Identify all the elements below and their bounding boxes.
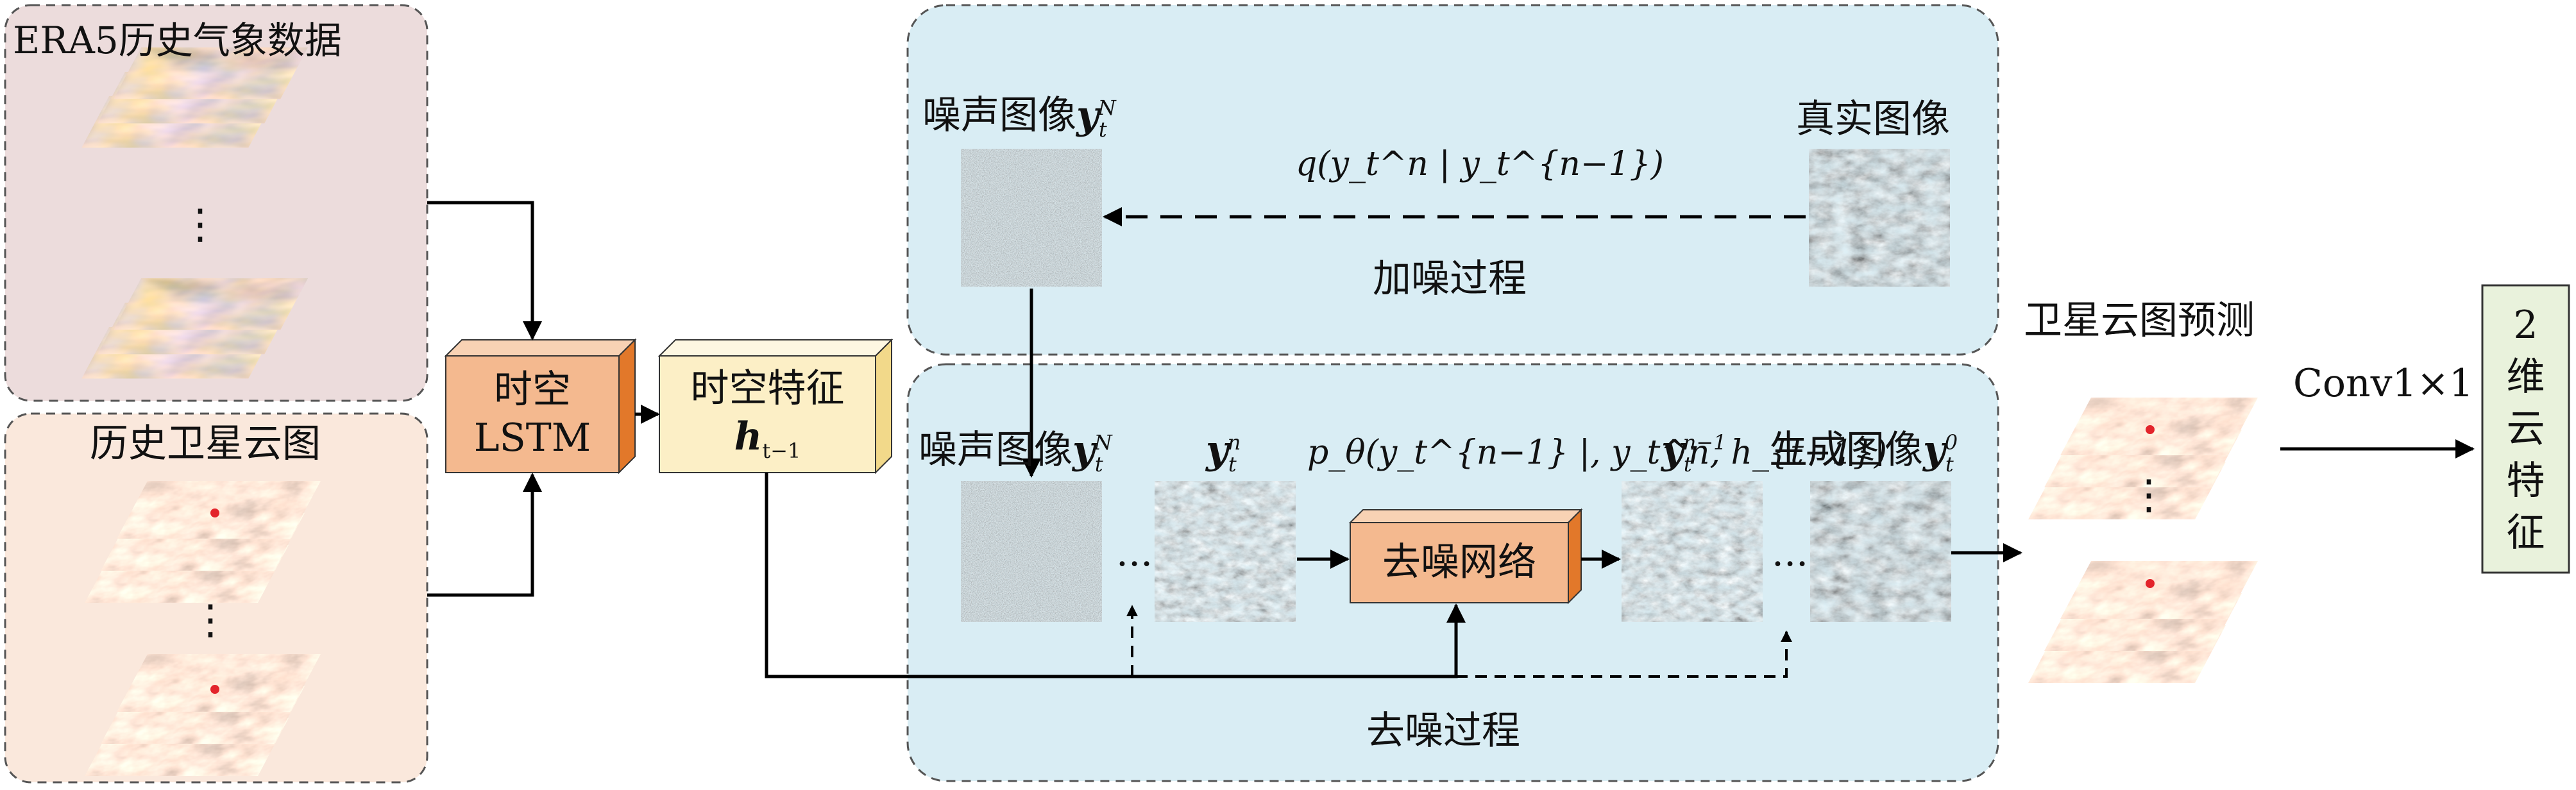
denoise-net-label: 去噪网络 [1382, 540, 1536, 585]
lstm-label-line2: LSTM [473, 416, 591, 460]
reverse-noise-label: 噪声图像ytN [919, 431, 1112, 475]
output-char-3: 云 [2506, 406, 2545, 451]
satellite-to-lstm-arrow [427, 473, 542, 597]
forward-noise-sym: y [1076, 93, 1099, 138]
ynm1-sub: t [1683, 452, 1692, 476]
yn-label: ytn [1206, 431, 1241, 475]
ynm1-sym: y [1661, 428, 1684, 473]
output-char-2: 维 [2506, 354, 2545, 399]
satellite-stack-bottom [85, 654, 321, 776]
era5-to-lstm-arrow [427, 201, 542, 340]
generated-image [1810, 481, 1951, 622]
prediction-vdots: ⋮ [2128, 471, 2169, 519]
output-box [2481, 284, 2570, 574]
ellipsis-left: ··· [1116, 542, 1153, 587]
era5-vdots: ⋮ [180, 201, 221, 248]
yn-image [1155, 481, 1296, 622]
ynm1-label: ytn−1 [1661, 431, 1727, 475]
era5-stack-top [81, 47, 308, 147]
prediction-stack-bottom [2028, 561, 2258, 683]
feature-label: 时空特征 ht−1 [659, 356, 876, 473]
lstm-label: 时空 LSTM [446, 356, 619, 473]
condition-to-net-arrow [765, 473, 1466, 678]
reverse-noise-sup: N [1094, 430, 1112, 455]
satellite-vdots: ⋮ [190, 596, 231, 644]
lstm-block [444, 338, 637, 475]
reverse-noise-sub: t [1094, 452, 1103, 476]
ellipsis-right: ··· [1772, 542, 1809, 587]
era5-stack-bottom [81, 278, 308, 378]
q-formula: q(y_t^n | y_t^{n−1}) [1296, 145, 1664, 183]
conv-label: Conv1×1 [2293, 361, 2474, 406]
forward-process-label: 加噪过程 [1373, 256, 1527, 301]
output-label: 2 维 云 特 征 [2482, 285, 2569, 573]
satellite-stack-top [85, 481, 321, 603]
feature-h-symbol: h [734, 414, 763, 459]
feature-label-line1: 时空特征 [690, 366, 845, 411]
forward-process-panel [906, 4, 1999, 356]
p-formula: p_θ(y_t^{n−1} |, y_t^n, h_{t−1}) [1307, 433, 1888, 472]
forward-noise-label: 噪声图像ytN [922, 96, 1116, 140]
forward-noise-sub: t [1098, 117, 1107, 142]
reverse-noise-image [961, 481, 1102, 622]
reverse-noise-label-text: 噪声图像 [919, 428, 1072, 473]
generated-label-text: 生成图像 [1769, 428, 1923, 473]
real-image-label: 真实图像 [1796, 97, 1950, 142]
feature-block [657, 338, 894, 475]
gen-sup: 0 [1944, 430, 1958, 455]
feature-label-line2: ht−1 [734, 413, 801, 464]
forward-noise-image [961, 149, 1102, 287]
output-char-5: 征 [2506, 510, 2545, 555]
prediction-stack-top [2028, 398, 2258, 519]
yn-sup: n [1227, 430, 1241, 455]
era5-title: ERA5历史气象数据 [13, 19, 342, 62]
condition-dashed-right [1456, 630, 1792, 678]
forward-noise-label-text: 噪声图像 [922, 93, 1076, 138]
ynm1-sup: n−1 [1682, 430, 1727, 455]
denoise-net-block [1348, 508, 1583, 605]
generated-label: 生成图像yt0 [1769, 431, 1958, 475]
yn-sym: y [1206, 428, 1228, 473]
gen-sub: t [1945, 452, 1954, 476]
satellite-history-title: 历史卫星云图 [90, 421, 321, 466]
forward-noise-sup: N [1097, 96, 1116, 120]
output-char-4: 特 [2506, 458, 2545, 503]
real-image [1809, 149, 1950, 287]
gen-sym: y [1923, 428, 1945, 473]
prediction-title: 卫星云图预测 [2024, 298, 2255, 343]
yn-sub: t [1228, 452, 1237, 476]
ynm1-image [1622, 481, 1763, 622]
output-char-1: 2 [2513, 302, 2538, 348]
reverse-noise-sym: y [1072, 428, 1095, 473]
reverse-process-label: 去噪过程 [1366, 709, 1520, 753]
lstm-label-line1: 时空 [494, 367, 571, 412]
feature-h-subscript: t−1 [762, 439, 801, 463]
